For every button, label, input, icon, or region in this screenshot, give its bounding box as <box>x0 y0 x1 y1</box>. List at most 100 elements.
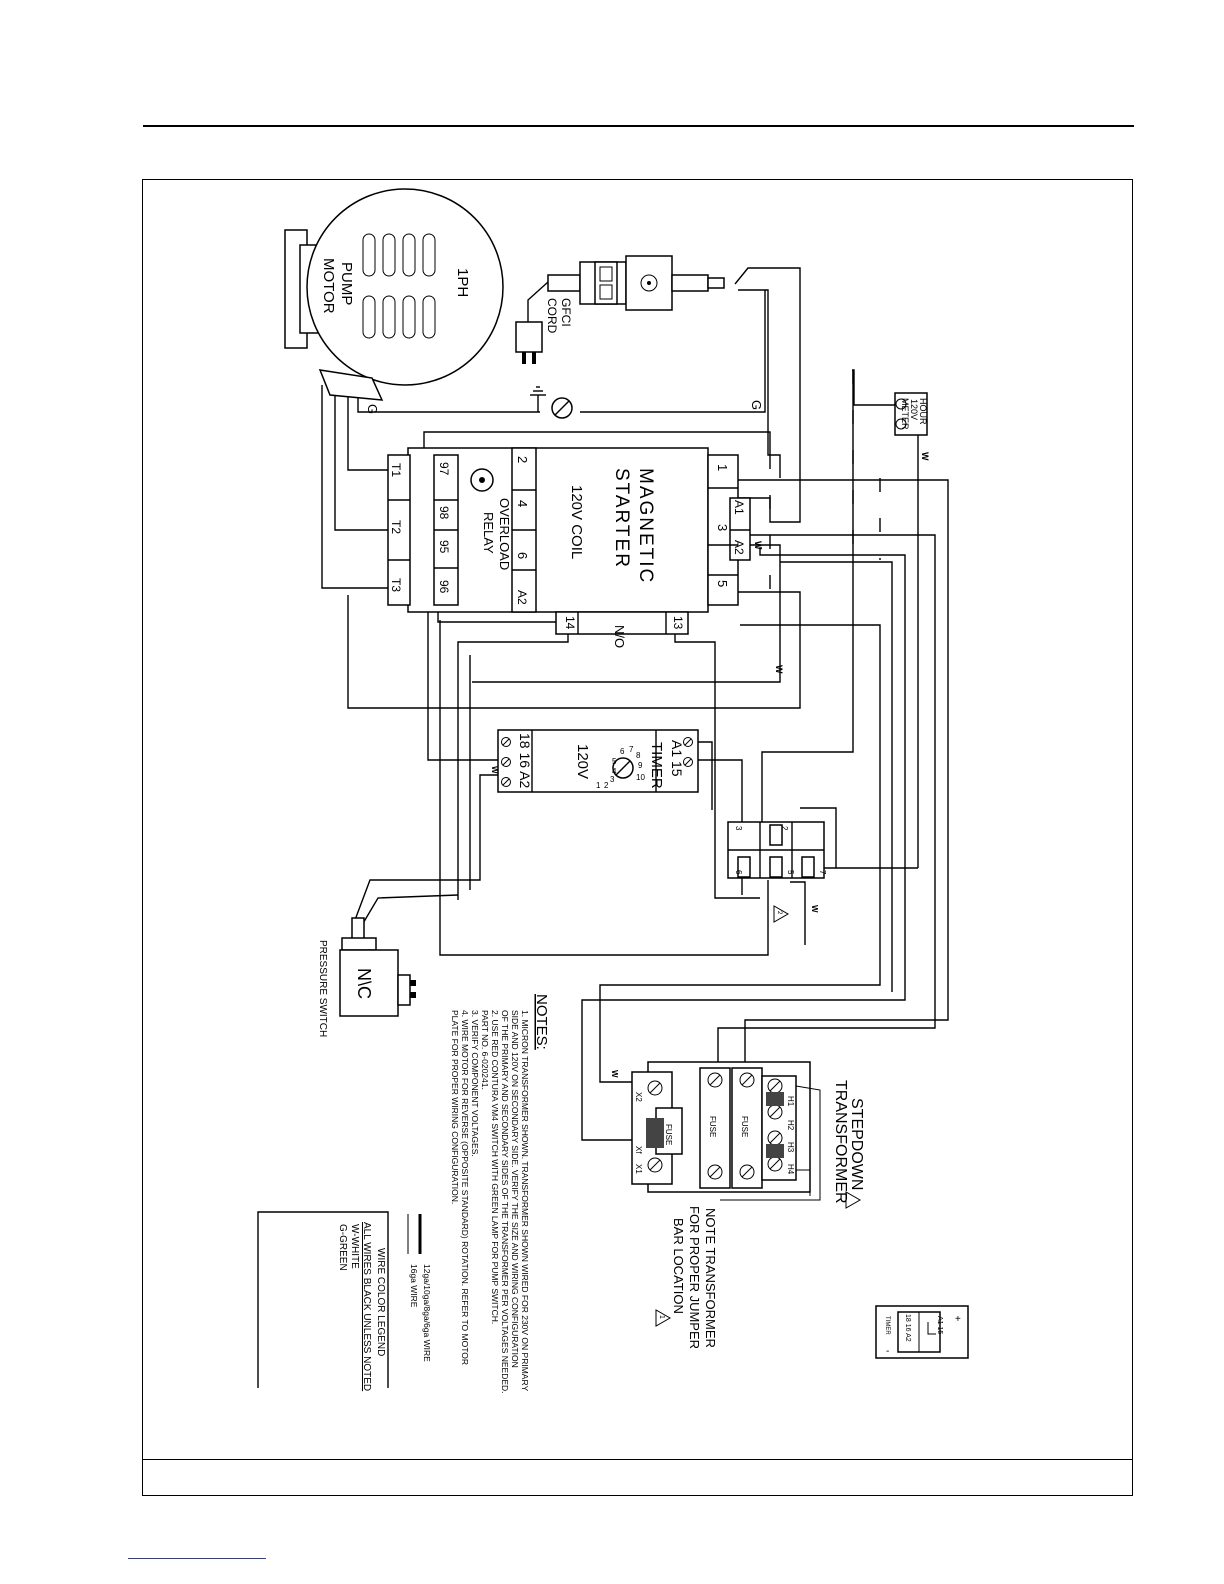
timer-symbol-plus: + <box>955 1314 961 1325</box>
ground-label-motor: G <box>365 404 380 414</box>
transformer-fuse-1: FUSE <box>708 1116 717 1137</box>
ground-lug-icon <box>551 397 573 419</box>
timer-dial-3: 3 <box>610 775 615 784</box>
wire-white-timer: W <box>490 766 499 774</box>
timer-dial: 1 2 3 4 5 6 7 8 9 10 <box>596 745 645 790</box>
switch-terminal-5: 5 <box>786 870 795 875</box>
hour-meter-label-3: METER <box>900 398 910 430</box>
overload-terminal-96: 96 <box>437 580 451 594</box>
timer-dial-7: 7 <box>629 745 634 754</box>
legend-line-2: W-WHITE <box>349 1224 360 1269</box>
title-block-rule <box>142 1459 1133 1460</box>
switch-terminal-3: 3 <box>734 826 743 831</box>
overload-relay-label-1: OVERLOAD <box>497 498 512 570</box>
warning-triangle-icon: 1 <box>655 1309 672 1327</box>
wire-gauge-light: 16ga WIRE <box>409 1264 419 1308</box>
transformer-fuse-2: FUSE <box>740 1116 749 1137</box>
legend-line-3: G-GREEN <box>337 1224 348 1271</box>
starter-coil-a2: A2 <box>732 540 746 555</box>
switch-terminal-7: 7 <box>818 870 827 875</box>
starter-terminal-14: 14 <box>563 616 577 630</box>
gfci-label-2: CORD <box>545 298 559 334</box>
overload-relay-label-2: RELAY <box>481 512 496 554</box>
motor-label-motor: MOTOR <box>320 258 337 314</box>
notes-line-6: 3. VERIFY COMPONENT VOLTAGES. <box>470 1010 480 1157</box>
switch-terminal-2: 2 <box>780 826 789 831</box>
hour-meter: HOUR 120V METER <box>894 392 928 436</box>
transformer-note-mark: 1 <box>658 1315 665 1319</box>
motor-vent-icon <box>362 233 436 339</box>
gfci-label-1: GFCI <box>559 298 573 327</box>
wire-white-aux: W <box>774 665 784 674</box>
timer-title: TIMER <box>648 742 665 789</box>
timer-top-terminals: A1 15 <box>669 740 685 777</box>
timer-symbol-top: A1 15 <box>936 1316 943 1334</box>
transformer-note-1: NOTE TRANSFORMER <box>703 1208 718 1348</box>
transformer-h4: H4 <box>786 1164 795 1175</box>
stepdown-transformer: H1 H2 H3 H4 X2 X1 Xf FUSE FUSE FUSE STEP… <box>631 1061 865 1349</box>
legend-line-1: ALL WIRES BLACK UNLESS NOTED <box>361 1222 372 1391</box>
wire-color-legend: WIRE COLOR LEGEND ALL WIRES BLACK UNLESS… <box>257 1211 389 1391</box>
wire-gauge-heavy: 12ga/10ga/8ga/6ga WIRE <box>422 1264 432 1362</box>
notes-line-4: 2. USE RED CONTURA VM4 SWITCH WITH GREEN… <box>490 1010 500 1324</box>
motor-terminal-t2: T2 <box>389 520 403 534</box>
notes-heading: NOTES: <box>533 994 550 1050</box>
hour-meter-label-2: 120V <box>909 399 919 420</box>
starter-terminal-left-a2: A2 <box>515 590 529 605</box>
transformer-xf: Xf <box>634 1146 643 1154</box>
timer-voltage: 120V <box>574 744 591 779</box>
transformer-fuse-3: FUSE <box>664 1124 673 1145</box>
transformer-h3: H3 <box>786 1142 795 1153</box>
timer-symbol-bottom: 18 16 A2 <box>904 1314 911 1342</box>
notes-line-1: 1. MICRON TRANSFORMER SHOWN. TRANSFORMER… <box>520 1010 530 1391</box>
transformer-h2: H2 <box>786 1120 795 1131</box>
starter-coil-label: 120V COIL <box>568 485 585 559</box>
ground-icon <box>530 386 546 412</box>
notes-line-8: PLATE FOR PROPER WIRING CONFIGURATION. <box>450 1010 460 1204</box>
pressure-switch-label: PRESSURE SWITCH <box>317 940 328 1037</box>
timer-screw-icon <box>501 737 693 787</box>
notes-line-3: OF THE PRIMARY AND SECONDARY SIDES OF TH… <box>500 1010 510 1394</box>
timer-symbol-label: TIMER <box>884 1316 890 1335</box>
overload-terminal-98: 98 <box>437 506 451 520</box>
transformer-x2: X2 <box>634 1092 643 1102</box>
transformer-note-3: BAR LOCATION <box>671 1218 686 1314</box>
wire-white-transformer: W <box>610 1070 619 1078</box>
starter-coil-a1: A1 <box>732 500 746 515</box>
notes-block: NOTES: 1. MICRON TRANSFORMER SHOWN. TRAN… <box>450 994 550 1394</box>
transformer-x1: X1 <box>634 1164 643 1174</box>
starter-terminal-13: 13 <box>671 616 685 630</box>
motor-label-pump: PUMP <box>338 262 355 305</box>
drawing-frame <box>142 179 1133 1496</box>
switch-note-mark: 2 <box>776 911 782 915</box>
starter-title-2: STARTER <box>611 468 632 569</box>
header-rule <box>143 125 1134 127</box>
motor-terminal-t3: T3 <box>389 578 403 592</box>
timer-dial-9: 9 <box>638 761 643 770</box>
legend-title: WIRE COLOR LEGEND <box>375 1248 386 1356</box>
wire-white-a2: W <box>753 541 763 550</box>
notes-line-7: 4. WIRE MOTOR FOR REVERSE (OPPOSITE STAN… <box>460 1010 470 1365</box>
starter-terminal-5: 5 <box>715 580 730 587</box>
starter-terminal-3: 3 <box>715 524 730 531</box>
timer-dial-10: 10 <box>636 773 645 782</box>
starter-title-1: MAGNETIC <box>635 468 656 584</box>
starter-terminal-4: 4 <box>515 500 530 507</box>
notes-line-2: SIDE AND 120V ON SECONDARY SIDE. VERIFY … <box>510 1010 520 1368</box>
transformer-note-2: FOR PROPER JUMPER <box>687 1206 702 1349</box>
hour-meter-label-1: HOUR <box>918 398 928 425</box>
timer-dial-4: 4 <box>612 767 617 776</box>
warning-triangle-icon <box>845 1191 862 1209</box>
wire-gauge-key: 12ga/10ga/8ga/6ga WIRE 16ga WIRE <box>407 1214 432 1362</box>
wire-white-meter: W <box>920 452 930 461</box>
starter-terminal-2: 2 <box>515 456 530 463</box>
timer-dial-8: 8 <box>636 751 641 760</box>
gfci-cord: GFCI CORD <box>515 255 725 364</box>
pump-switch-block: 2 3 5 6 7 2 <box>727 821 827 923</box>
timer-dial-5: 5 <box>612 757 617 766</box>
motor-label-1ph: 1PH <box>454 268 471 297</box>
ground-label-cord: G <box>749 400 764 410</box>
timer-symbol: A1 15 18 16 A2 TIMER + - <box>875 1305 969 1359</box>
timer-dial-2: 2 <box>604 781 609 790</box>
